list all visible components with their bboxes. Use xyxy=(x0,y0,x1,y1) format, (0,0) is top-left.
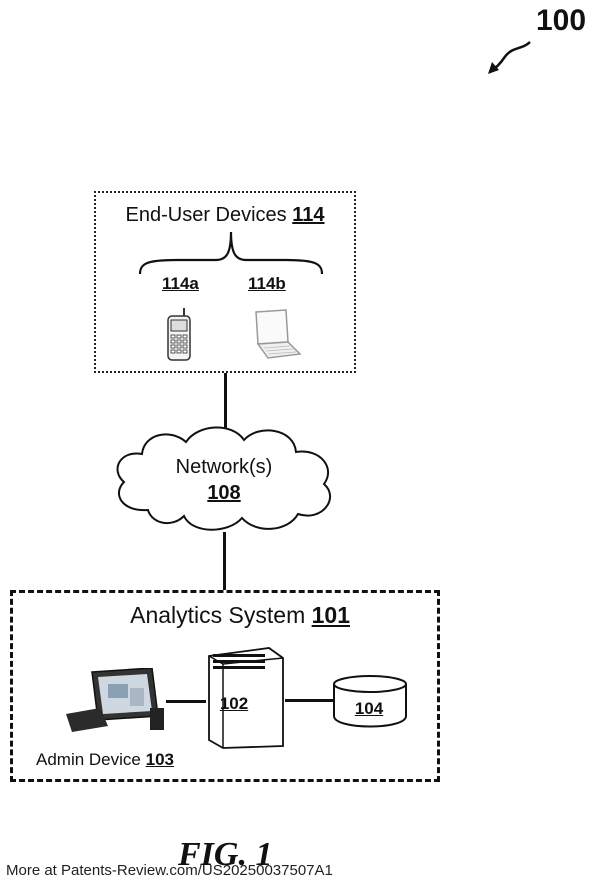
admin-device-label: Admin Device xyxy=(36,750,141,769)
grouping-brace xyxy=(136,230,326,276)
network-label: Network(s) xyxy=(108,456,340,479)
connection-server-database xyxy=(285,699,333,702)
admin-device-ref: 103 xyxy=(146,750,174,769)
server-ref: 102 xyxy=(210,694,258,714)
admin-computer-icon xyxy=(62,668,168,732)
figure-number: 100 xyxy=(536,4,586,38)
connection-network-analytics xyxy=(223,532,226,590)
reference-arrow-icon xyxy=(484,38,534,80)
network-ref: 108 xyxy=(108,482,340,505)
laptop-icon xyxy=(242,308,304,360)
laptop-ref: 114b xyxy=(248,274,286,294)
mobile-phone-icon xyxy=(160,306,196,362)
phone-ref: 114a xyxy=(162,274,199,294)
analytics-system-ref: 101 xyxy=(312,602,350,628)
end-user-devices-ref: 114 xyxy=(292,204,324,226)
footer-source[interactable]: More at Patents-Review.com/US20250037507… xyxy=(6,862,333,879)
end-user-devices-title: End-User Devices 114 xyxy=(94,204,356,227)
analytics-system-title: Analytics System 101 xyxy=(10,602,350,629)
analytics-system-label: Analytics System xyxy=(130,602,305,628)
connection-admin-server xyxy=(166,700,206,703)
database-ref: 104 xyxy=(331,699,407,719)
admin-device-title: Admin Device 103 xyxy=(36,750,174,770)
end-user-devices-label: End-User Devices xyxy=(126,204,287,226)
